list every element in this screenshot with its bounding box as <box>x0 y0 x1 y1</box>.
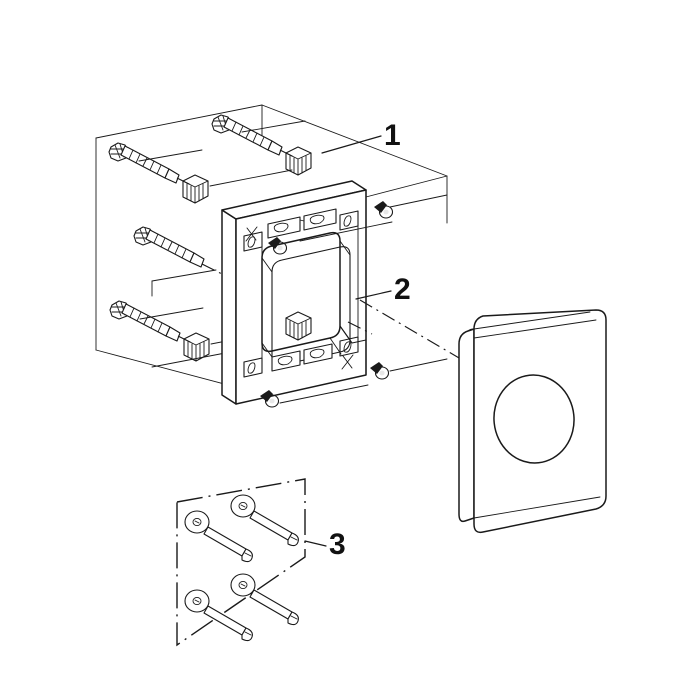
mounting-frame <box>221 180 367 405</box>
actuation-plate <box>458 309 607 534</box>
wall-anchor-3 <box>133 226 205 268</box>
frame-screw-bottom-right <box>370 362 390 380</box>
callout-3-leader <box>304 540 327 547</box>
assembly-axis-short <box>347 321 373 335</box>
callout-1-leader <box>321 135 382 154</box>
callout-number-1: 1 <box>384 119 401 152</box>
anchor-guide-2 <box>138 149 203 162</box>
anchor-axis-1 <box>279 149 297 159</box>
anchor-cap-2 <box>182 174 209 204</box>
frame-screw-bottom-left <box>260 390 280 408</box>
anchor-axis-4 <box>177 335 195 345</box>
anchor-cap-4 <box>183 332 210 362</box>
wall-anchor-1 <box>211 114 283 156</box>
assembly-axis-frame-to-plate <box>359 299 467 363</box>
anchor-axis-3 <box>201 263 225 276</box>
anchor-guide-2b <box>209 169 293 187</box>
frame-x-marks <box>245 226 354 370</box>
anchor-guide-1 <box>241 120 306 133</box>
wall-anchor-2 <box>108 142 180 184</box>
callout-number-3: 3 <box>329 528 346 561</box>
screw-4 <box>184 589 253 642</box>
screw-2 <box>230 494 299 547</box>
anchor-guide-4 <box>139 307 204 320</box>
frame-screw-center <box>268 237 288 255</box>
screw-set-boundary <box>176 478 306 647</box>
anchor-group-bracket <box>95 104 448 395</box>
frame-top-detail <box>267 208 337 239</box>
anchor-cap-1 <box>285 146 312 176</box>
frame-screw-top-right <box>374 201 394 219</box>
screw-1 <box>184 510 253 563</box>
frame-screw-guides <box>279 194 448 404</box>
callout-2-leader <box>355 290 392 300</box>
wall-anchor-4 <box>109 300 181 342</box>
anchor-guide-3 <box>151 269 217 282</box>
callout-number-2: 2 <box>394 273 411 306</box>
push-button <box>493 374 575 464</box>
frame-stud-upper <box>285 311 312 341</box>
frame-bottom-detail <box>271 343 333 372</box>
screw-3 <box>230 573 299 626</box>
anchor-axis-2 <box>176 177 194 187</box>
